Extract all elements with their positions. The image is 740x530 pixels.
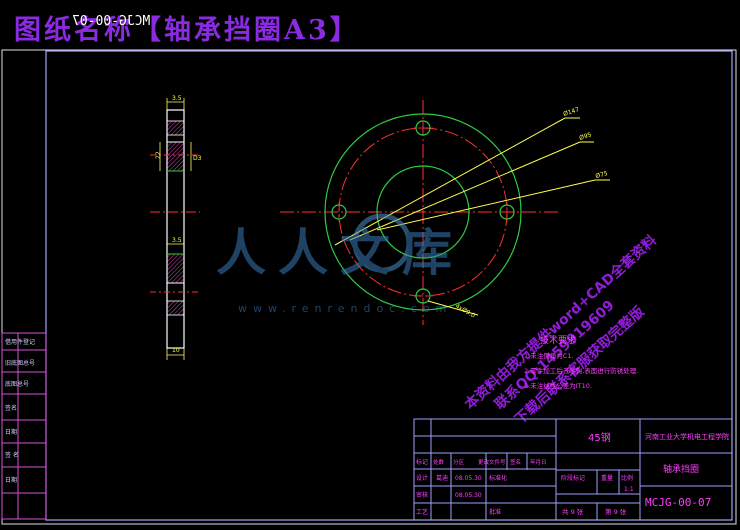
title-part-name: 轴承挡圈A3 <box>164 15 330 46</box>
tb-designer-name: 葛迪 <box>436 474 448 482</box>
sheet-border-inner <box>45 50 733 521</box>
watermark-logo-text: 人人文库 <box>216 223 464 282</box>
dim-side-left: 22 <box>155 151 162 159</box>
watermark: 人人文库 www.renrendoc.com <box>216 213 464 315</box>
tb-scale-value: 1:1 <box>624 486 634 493</box>
req-line-1: 1.未注倒角为C1. <box>524 351 573 360</box>
front-view: Ø147 Ø95 Ø75 4xØ9.0 <box>280 100 610 325</box>
title-block <box>413 418 733 521</box>
tb-material: 45钢 <box>588 431 611 444</box>
title-bracket-close: 】 <box>329 15 360 46</box>
tb-col-count: 处数 <box>433 458 445 466</box>
section-hatch-bore-top <box>166 141 185 172</box>
strip-label-2: 底图总号 <box>5 380 29 388</box>
strip-label-5: 签 名 <box>5 451 19 459</box>
tb-sheet-no: 第 9 张 <box>605 507 627 516</box>
tb-approve-label: 批准 <box>489 508 501 516</box>
outer-circle <box>324 113 522 311</box>
tb-col-zone: 分区 <box>453 458 465 466</box>
strip-label-1: 旧底图总号 <box>5 359 35 367</box>
section-hatch-bore-bottom <box>166 253 185 284</box>
dim-side-mid: 3.5 <box>172 237 182 244</box>
tb-col-change: 更改文件号 <box>478 458 506 466</box>
strip-label-3: 签名 <box>5 404 17 412</box>
strip-label-6: 日期 <box>5 476 17 484</box>
title-prefix: 图纸名称 <box>14 15 134 46</box>
dim-side-bottom: 10 <box>172 347 180 354</box>
technical-requirements: 技术要求 1.未注倒角为C1. 2.零件加工后去毛刺,表面进行防锈处理. 3.未… <box>524 334 638 390</box>
tb-row-mark: 标记 <box>416 458 428 466</box>
req-title: 技术要求 <box>540 334 576 346</box>
tb-stage-label: 阶段标记 <box>561 474 585 482</box>
watermark-url: www.renrendoc.com <box>238 302 452 315</box>
tb-col-date: 年月日 <box>530 458 547 466</box>
tb-part-name: 轴承挡圈 <box>663 463 699 475</box>
dim-d3: Ø75 <box>595 170 609 180</box>
tb-row-process: 工艺 <box>416 508 428 516</box>
req-line-2: 2.零件加工后去毛刺,表面进行防锈处理. <box>524 366 638 375</box>
dim-d1: Ø147 <box>562 106 580 118</box>
dim-d2: Ø95 <box>578 131 592 142</box>
section-outline <box>166 109 185 349</box>
dim-side-right: D3 <box>193 155 202 162</box>
tb-std-label: 标准化 <box>489 474 507 482</box>
strip-label-4: 日期 <box>5 428 17 436</box>
tb-school: 河南工业大学机电工程学院 <box>645 432 729 441</box>
tb-drawing-no: MCJG-00-07 <box>645 496 711 509</box>
section-view: 3.5 22 D3 3.5 10 <box>150 95 202 360</box>
tb-weight-label: 重量 <box>601 474 613 482</box>
title-block-text: 45钢 河南工业大学机电工程学院 轴承挡圈 MCJG-00-07 阶段标记 重量… <box>416 431 729 516</box>
tb-col-sign: 签名 <box>510 458 521 466</box>
tb-scale-label: 比例 <box>621 474 633 482</box>
left-record-strip: 借用件登记 旧底图总号 底图总号 签名 日期 签 名 日期 <box>1 332 47 520</box>
tb-row-review: 审核 <box>416 491 428 499</box>
section-hatch-top <box>166 120 185 136</box>
section-hatch-bottom <box>166 300 185 316</box>
strip-label-0: 借用件登记 <box>5 338 35 346</box>
dim-side-top: 3.5 <box>172 95 182 102</box>
tb-review-date: 08.05.30 <box>455 492 482 499</box>
bore-circle <box>376 165 470 259</box>
sheet-border-outer <box>1 49 737 525</box>
req-line-3: 3.未注线性公差为IT10. <box>524 381 592 390</box>
diameter-leaders <box>334 117 610 316</box>
dim-d4: 4xØ9.0 <box>454 303 476 320</box>
tb-designer-date: 08.05.30 <box>455 475 482 482</box>
tb-sheets-total: 共 9 张 <box>562 507 584 516</box>
title-bracket-open: 【 <box>134 15 164 46</box>
drawing-title: 图纸名称【轴承挡圈A3】 <box>14 14 360 48</box>
tb-row-design: 设计 <box>416 474 428 482</box>
